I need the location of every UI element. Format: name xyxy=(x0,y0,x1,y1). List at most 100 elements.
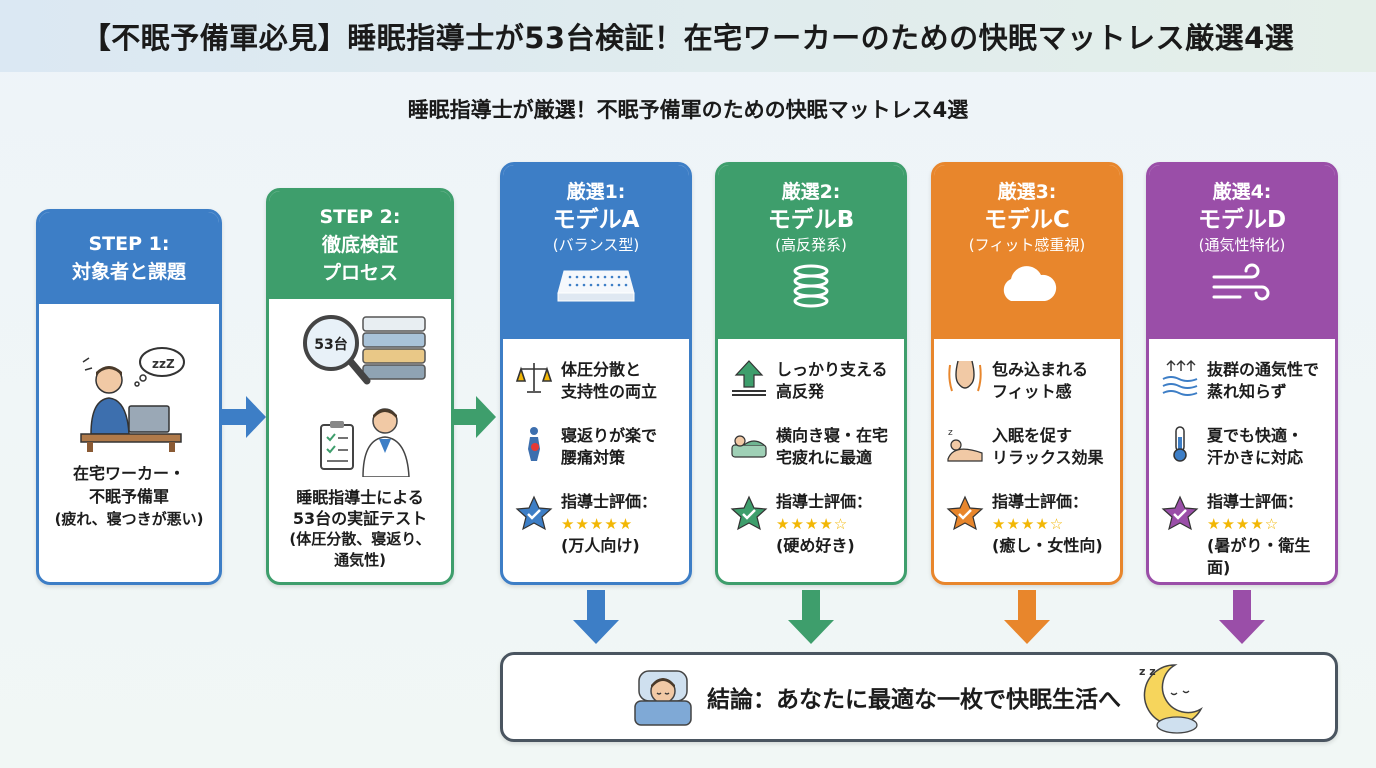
feature-2-line1: 寝返りが楽で xyxy=(561,426,658,445)
step2-number: STEP 2: xyxy=(319,206,401,228)
relax-sleep-icon: z xyxy=(946,425,984,463)
rating-star-icon xyxy=(946,495,984,533)
pick-card-2: 厳選2:モデルB(高反発系)しっかり支える高反発横向き寝・在宅宅疲れに最適指導士… xyxy=(715,162,907,585)
step2-desc-line2: 53台の実証テスト xyxy=(292,509,428,528)
conclusion-text: 結論：あなたに最適な一枚で快眠生活へ xyxy=(707,687,1121,713)
rating-label: 指導士評価： xyxy=(1207,492,1304,511)
rating-label: 指導士評価： xyxy=(992,492,1089,511)
feature-1-line1: 抜群の通気性で xyxy=(1207,360,1320,379)
feature-1-line1: 包み込まれる xyxy=(992,360,1089,379)
scale-icon xyxy=(515,359,553,397)
arrow-pick-4-to-conclusion xyxy=(1219,590,1265,648)
diagram-subtitle: 睡眠指導士が厳選！不眠予備軍のための快眠マットレス4選 xyxy=(407,98,969,122)
rating-note: (癒し・女性向) xyxy=(992,536,1103,555)
wind-icon xyxy=(1210,263,1274,311)
rating-label: 指導士評価： xyxy=(561,492,658,511)
step1-zzz: zzZ xyxy=(152,357,175,371)
doctor-clipboard-icon xyxy=(317,405,417,478)
body-fit-icon xyxy=(946,359,984,397)
feature-1-line2: 高反発 xyxy=(776,382,825,401)
pick-number: 厳選2: xyxy=(781,181,841,203)
cloud-icon xyxy=(995,263,1059,311)
step2-desc-line3: (体圧分散、寝返り、 xyxy=(289,530,431,548)
step2-header: STEP 2: 徹底検証 プロセス xyxy=(269,191,451,299)
rating-star-icon xyxy=(1161,495,1199,533)
feature-2-line2: 腰痛対策 xyxy=(561,448,626,467)
arrow-step1-to-step2 xyxy=(222,396,266,442)
airflow-icon xyxy=(1161,359,1199,397)
pick-card-4: 厳選4:モデルD(通気性特化)抜群の通気性で蒸れ知らず夏でも快適・汗かきに対応指… xyxy=(1146,162,1338,585)
rating-stars: ★★★★☆ xyxy=(992,515,1065,533)
feature-2-line2: 汗かきに対応 xyxy=(1207,448,1304,467)
pick-model-name: モデルA xyxy=(552,207,640,233)
back-pain-icon xyxy=(515,425,553,463)
pick-model-name: モデルB xyxy=(767,207,855,233)
moon-cloud-icon: z z xyxy=(1135,659,1205,735)
step1-card: STEP 1: 対象者と課題 zzZ 在宅ワーカー・ 不眠予備軍 (疲れ、寝つき… xyxy=(36,209,222,585)
rating-note: (暑がり・衛生面) xyxy=(1207,536,1311,577)
pick-feature-1: しっかり支える高反発 xyxy=(730,359,898,403)
pick-card-1: 厳選1:モデルA(バランス型)体圧分散と支持性の両立寝返りが楽で腰痛対策指導士評… xyxy=(500,162,692,585)
step2-card: STEP 2: 徹底検証 プロセス 53台 睡眠指導士による xyxy=(266,188,454,585)
step1-desc-line1: 在宅ワーカー・ xyxy=(72,464,185,483)
step1-description: 在宅ワーカー・ 不眠予備軍 (疲れ、寝つきが悪い) xyxy=(39,462,219,531)
step1-header: STEP 1: 対象者と課題 xyxy=(39,212,219,304)
step2-desc-line1: 睡眠指導士による xyxy=(296,488,424,507)
rating-stars: ★★★★★ xyxy=(561,515,634,533)
pick-feature-2: 横向き寝・在宅宅疲れに最適 xyxy=(730,425,898,469)
pick-feature-1: 体圧分散と支持性の両立 xyxy=(515,359,683,403)
pick-feature-1: 抜群の通気性で蒸れ知らず xyxy=(1161,359,1329,403)
feature-1-line2: 支持性の両立 xyxy=(561,382,658,401)
tired-worker-icon: zzZ xyxy=(77,342,187,452)
magnifier-mattress-icon: 53台 xyxy=(301,307,431,397)
pick-header: 厳選1: モデルA (バランス型) xyxy=(503,165,689,339)
arrow-pick-3-to-conclusion xyxy=(1004,590,1050,648)
pick-rating: 指導士評価： ★★★★☆ (癒し・女性向) xyxy=(946,491,1114,557)
page-title: 【不眠予備軍必見】睡眠指導士が53台検証！在宅ワーカーのための快眠マットレス厳選… xyxy=(81,21,1295,55)
rating-star-icon xyxy=(730,495,768,533)
pick-number: 厳選4: xyxy=(1212,181,1272,203)
pick-model-type: (バランス型) xyxy=(552,236,640,254)
feature-2-line1: 夏でも快適・ xyxy=(1207,426,1304,445)
rating-note: (万人向け) xyxy=(561,536,640,555)
pick-model-type: (高反発系) xyxy=(775,236,847,254)
rating-stars: ★★★★☆ xyxy=(776,515,849,533)
step2-description: 睡眠指導士による 53台の実証テスト (体圧分散、寝返り、 通気性) xyxy=(269,487,451,571)
sleeping-person-icon xyxy=(633,667,693,727)
pick-rating: 指導士評価： ★★★★☆ (暑がり・衛生面) xyxy=(1161,491,1329,579)
step1-number: STEP 1: xyxy=(88,233,170,255)
svg-text:z: z xyxy=(948,428,953,438)
feature-1-line1: 体圧分散と xyxy=(561,360,642,379)
thermometer-icon xyxy=(1161,425,1199,463)
pick-model-type: (フィット感重視) xyxy=(968,236,1086,254)
pick-model-name: モデルC xyxy=(984,207,1070,233)
rating-star-icon xyxy=(515,495,553,533)
step2-badge: 53台 xyxy=(314,336,347,353)
pick-rating: 指導士評価：★★★★☆(硬め好き) xyxy=(730,491,898,557)
pick-header: 厳選2: モデルB (高反発系) xyxy=(718,165,904,339)
pick-number: 厳選3: xyxy=(997,181,1057,203)
pick-rating: 指導士評価： ★★★★★ (万人向け) xyxy=(515,491,683,557)
arrow-step2-to-picks xyxy=(454,396,496,442)
arrow-pick-2-to-conclusion xyxy=(788,590,834,648)
pick-feature-2: 寝返りが楽で腰痛対策 xyxy=(515,425,683,469)
feature-2-line1: 横向き寝・在宅 xyxy=(776,426,889,445)
step2-title-line2: プロセス xyxy=(321,262,398,284)
feature-2-line1: 入眠を促す xyxy=(992,426,1073,445)
step2-title-line1: 徹底検証 xyxy=(321,234,398,256)
rating-stars: ★★★★☆ xyxy=(1207,515,1280,533)
feature-1-line2: フィット感 xyxy=(992,382,1072,401)
conclusion-box: 結論：あなたに最適な一枚で快眠生活へ z z xyxy=(500,652,1338,742)
feature-1-line1: しっかり支える xyxy=(776,360,888,379)
step1-desc-line2: 不眠予備軍 xyxy=(88,487,169,506)
conclusion-zzz: z z xyxy=(1139,665,1156,678)
pick-header: 厳選4:モデルD(通気性特化) xyxy=(1149,165,1335,339)
pick-model-type: (通気性特化) xyxy=(1198,236,1286,254)
title-bar: 【不眠予備軍必見】睡眠指導士が53台検証！在宅ワーカーのための快眠マットレス厳選… xyxy=(0,0,1376,72)
pick-feature-1: 包み込まれるフィット感 xyxy=(946,359,1114,403)
pick-number: 厳選1: xyxy=(566,181,626,203)
step1-desc-line3: (疲れ、寝つきが悪い) xyxy=(54,510,204,528)
step2-desc-line4: 通気性) xyxy=(334,551,386,569)
